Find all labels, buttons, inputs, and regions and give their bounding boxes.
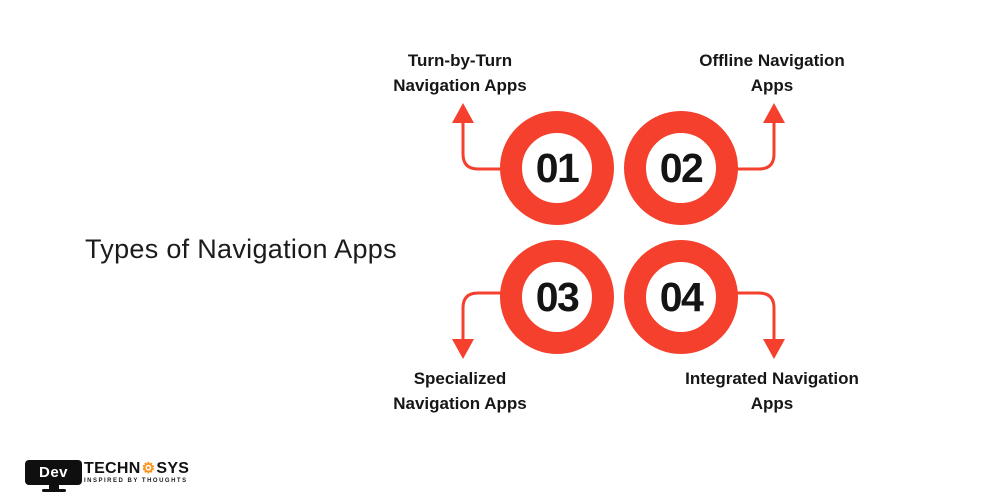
step-label-line: Apps (750, 394, 794, 413)
logo-dev-text: Dev (38, 464, 69, 481)
step-label-line: Turn-by-Turn (407, 51, 513, 70)
logo-name-left: TECHN (84, 460, 141, 477)
step-label-line: Offline Navigation (699, 51, 845, 70)
step-label-line: Specialized (413, 369, 507, 388)
step-circle-04: 04 (624, 240, 738, 354)
step-number: 02 (659, 144, 704, 191)
step-circle-02: 02 (624, 111, 738, 225)
page-title: Types of Navigation Apps (85, 234, 397, 264)
logo-text-block: TECHN ⚙ SYS INSPIRED BY THOUGHTS (84, 460, 189, 484)
arrow-down-icon (452, 291, 507, 359)
step-label-line: Apps (750, 76, 794, 95)
logo-name-right: SYS (156, 460, 190, 477)
step-circle-03: 03 (500, 240, 614, 354)
monitor-stand (48, 485, 59, 489)
arrow-down-icon (731, 291, 785, 359)
logo-name: TECHN ⚙ SYS (84, 460, 189, 477)
monitor-icon: Dev (25, 460, 82, 492)
step-label-integrated: Integrated Navigation Apps (650, 366, 894, 416)
brand-logo: Dev TECHN ⚙ SYS INSPIRED BY THOUGHTS (25, 460, 189, 492)
step-number: 03 (535, 273, 580, 320)
monitor-base (41, 489, 66, 492)
step-label-line: Navigation Apps (393, 394, 527, 413)
step-label-line: Integrated Navigation (685, 369, 859, 388)
step-number: 01 (535, 144, 580, 191)
logo-tagline: INSPIRED BY THOUGHTS (84, 478, 188, 484)
step-circle-01: 01 (500, 111, 614, 225)
step-label-offline: Offline Navigation Apps (650, 48, 894, 98)
step-label-turn-by-turn: Turn-by-Turn Navigation Apps (338, 48, 582, 98)
gear-icon: ⚙ (141, 460, 156, 477)
arrow-up-icon (731, 103, 785, 171)
step-label-line: Navigation Apps (393, 76, 527, 95)
arrow-up-icon (452, 103, 507, 171)
step-label-specialized: Specialized Navigation Apps (338, 366, 582, 416)
monitor-screen: Dev (25, 460, 82, 485)
step-number: 04 (659, 273, 704, 320)
